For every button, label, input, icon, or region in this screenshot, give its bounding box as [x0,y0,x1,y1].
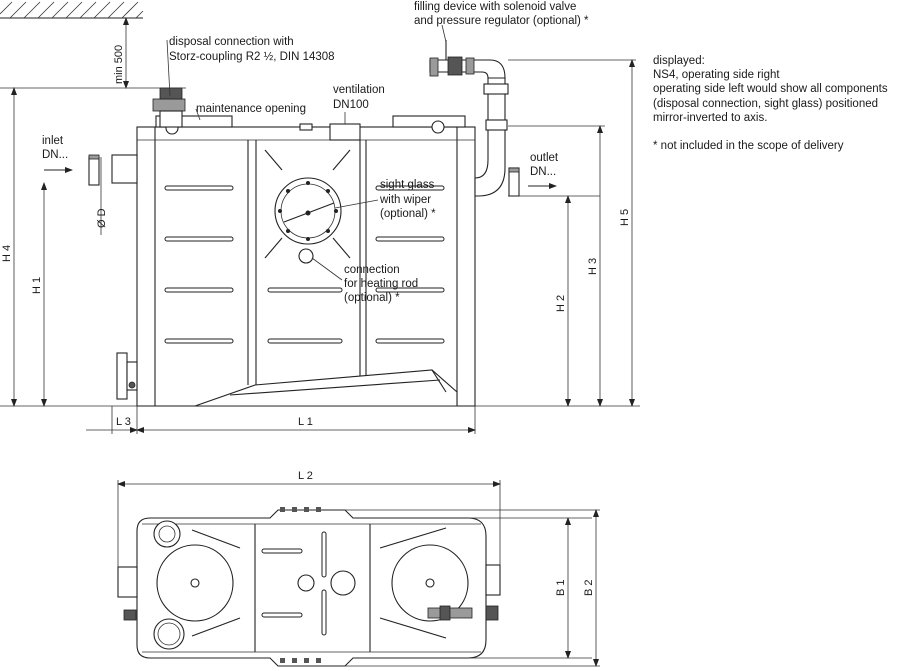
callouts: filling device with solenoid valve and p… [42,1,589,304]
tank-body [136,126,476,407]
dim-h2: H 2 [555,295,567,312]
heating-rod-connection [298,248,314,264]
label-disposal-1: disposal connection with [169,36,294,48]
note-line-5: mirror-inverted to axis. [653,111,768,124]
side-dimensions [0,17,640,434]
label-maintenance-opening: maintenance opening [196,103,306,115]
label-disposal-2: Storz-coupling R2 ½, DIN 14308 [169,51,335,63]
label-heating-3: (optional) * [344,292,400,304]
dim-l3: L 3 [116,416,131,428]
note-footnote: * not included in the scope of delivery [653,140,844,153]
dim-b1: B 1 [555,579,567,596]
dimension-labels: min 500 Ø D H 1 H 4 H 2 H 3 H 5 L 3 L 1 … [1,45,631,596]
label-sight-glass-2: with wiper [379,194,431,206]
label-heating-1: connection [344,264,400,276]
dim-l2: L 2 [298,470,313,482]
dim-h3: H 3 [587,258,599,275]
drain-flange [116,352,138,400]
display-note: displayed: NS4, operating side right ope… [653,54,893,153]
ceiling-hatch [0,1,144,19]
label-ventilation-1: ventilation [333,84,385,96]
maintenance-opening-left [155,115,233,128]
label-outlet-1: outlet [530,152,559,164]
label-ventilation-2: DN100 [333,99,369,111]
label-filling-device-1: filling device with solenoid valve [414,1,576,13]
side-view [88,40,520,407]
label-heating-2: for heating rod [344,278,418,290]
note-line-1: displayed: [653,55,705,67]
dim-diameter: Ø D [96,208,108,228]
note-line-4: (disposal connection, sight glass) posit… [653,97,879,110]
dim-h4: H 4 [1,245,13,262]
label-filling-device-2: and pressure regulator (optional) * [414,15,589,27]
label-inlet-2: DN... [42,149,68,161]
sight-glass [274,177,342,245]
top-dimensions [117,480,600,667]
label-sight-glass-3: (optional) * [380,208,436,220]
ventilation-pipe [329,123,361,141]
side-ribs [164,149,445,344]
inlet-pipe [88,154,138,186]
note-line-2: NS4, operating side right [653,69,780,82]
label-outlet-2: DN... [530,166,556,178]
top-view [117,507,501,667]
outlet-pipe [474,77,520,197]
filling-device [429,40,506,79]
maintenance-opening-right [392,115,466,128]
dim-h5: H 5 [619,209,631,226]
note-spacer [653,125,893,139]
dim-h1: H 1 [31,277,43,294]
dim-l1: L 1 [298,416,313,428]
dim-b2: B 2 [583,579,595,596]
label-inlet-1: inlet [42,135,64,147]
label-sight-glass-1: sight glass [380,179,435,191]
dim-min-500: min 500 [113,45,125,84]
note-line-3: operating side left would show all compo… [653,83,888,96]
